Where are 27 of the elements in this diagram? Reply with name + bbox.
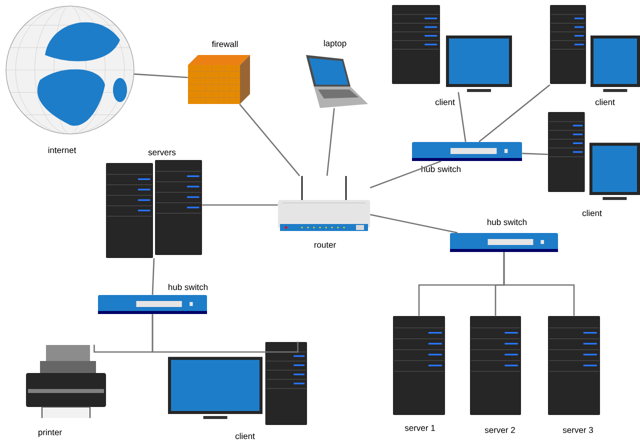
cable-line — [152, 258, 155, 295]
node-label: printer — [38, 429, 62, 437]
cable-line — [134, 73, 188, 78]
node-label: client — [435, 98, 455, 106]
node-label: internet — [48, 146, 76, 154]
cable-line — [370, 214, 458, 234]
cable-line — [239, 104, 300, 176]
cable-line — [458, 92, 466, 142]
node-label: client — [595, 98, 615, 106]
node-label: router — [314, 242, 336, 248]
cable-line — [522, 152, 548, 155]
node-label: server 3 — [562, 427, 593, 433]
node-label: client — [582, 210, 602, 216]
node-label: server 1 — [404, 425, 435, 431]
node-label: server 2 — [484, 427, 515, 433]
node-label: laptop — [324, 40, 346, 48]
cable-line — [370, 160, 442, 188]
cable-line — [202, 204, 278, 206]
node-label: client — [235, 432, 255, 440]
node-label: hub switch — [168, 284, 208, 290]
cable-line — [152, 314, 298, 353]
node-label: firewall — [212, 40, 238, 48]
cable-line — [478, 84, 550, 142]
node-label: servers — [148, 150, 176, 156]
node-label: hub switch — [488, 218, 527, 226]
cable-line — [326, 108, 335, 176]
cable-line — [503, 252, 575, 316]
